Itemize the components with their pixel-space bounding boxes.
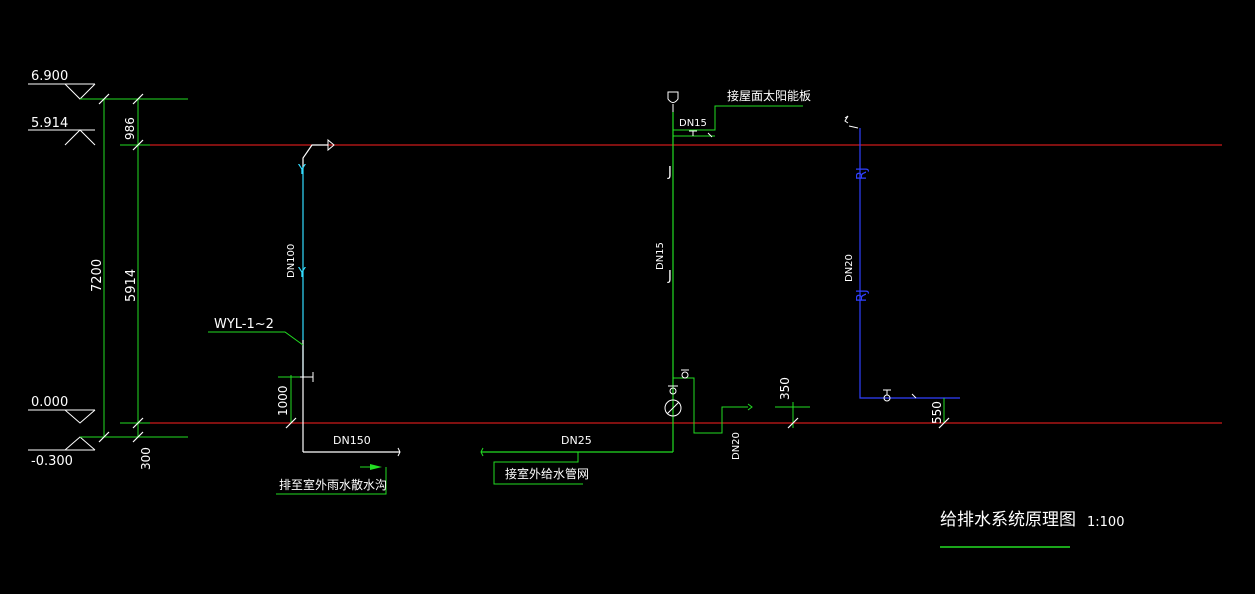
supply-inlet-size: DN25 bbox=[561, 434, 592, 447]
hot-vent-icon bbox=[844, 115, 849, 124]
rain-outlet-size: DN150 bbox=[333, 434, 371, 447]
title-name: 给排水系统原理图 bbox=[940, 510, 1076, 530]
dim-floor-label: 5914 bbox=[124, 269, 139, 302]
supply-branch-size: DN20 bbox=[731, 432, 742, 460]
dimension-ticks bbox=[98, 93, 144, 443]
rain-note-box bbox=[276, 467, 387, 495]
hot-sleeve-2: RJ bbox=[855, 289, 870, 302]
rain-sleeve-1: Y bbox=[297, 163, 306, 178]
supply-inlet-note: 接室外给水管网 bbox=[505, 466, 589, 481]
supply-system: 接屋面太阳能板 DN15 J J DN15 DN20 350 DN2 bbox=[480, 88, 811, 485]
hot-water-system: RJ RJ DN20 550 bbox=[844, 115, 960, 429]
dim-parapet-label: 986 bbox=[123, 117, 137, 140]
drawing-title: 给排水系统原理图 1:100 bbox=[940, 510, 1124, 548]
rain-flow-arrow bbox=[370, 464, 382, 470]
hot-rise-label: 550 bbox=[930, 401, 944, 424]
rain-tag-leader bbox=[208, 331, 304, 346]
hot-riser-size: DN20 bbox=[844, 254, 855, 282]
rain-riser-top bbox=[302, 144, 328, 168]
level-ground-label: 0.000 bbox=[31, 395, 68, 410]
rainwater-system: Y Y DN100 WYL-1~2 1000 DN150 排至室外雨水散水沟 bbox=[208, 138, 401, 495]
supply-rise-label: 350 bbox=[778, 377, 792, 400]
supply-top-branch bbox=[673, 105, 803, 131]
rain-sleeve-2: Y bbox=[297, 266, 306, 281]
title-scale: 1:100 bbox=[1087, 515, 1124, 530]
level-top-label: 6.900 bbox=[31, 69, 68, 84]
hot-riser-pipe bbox=[859, 128, 960, 399]
dimension-lines bbox=[80, 98, 188, 438]
rain-outlet-end bbox=[397, 447, 401, 457]
supply-vent-cap-icon bbox=[667, 91, 679, 103]
level-roof-label: 5.914 bbox=[31, 116, 68, 131]
dim-below-label: 300 bbox=[139, 447, 153, 470]
elevation-markers bbox=[28, 83, 96, 451]
supply-note-box bbox=[493, 452, 583, 485]
supply-sleeve-2: J bbox=[667, 269, 672, 284]
supply-top-size: DN15 bbox=[679, 118, 707, 129]
dim-total-label: 7200 bbox=[90, 259, 105, 292]
supply-sleeve-1: J bbox=[667, 165, 672, 180]
supply-branch-pipe bbox=[673, 377, 748, 434]
supply-top-valve-icon bbox=[689, 130, 713, 138]
rain-drain-height-label: 1000 bbox=[276, 385, 290, 416]
rain-hopper-icon bbox=[327, 138, 335, 152]
rain-1000-dim bbox=[278, 375, 300, 423]
hot-sleeve-1: RJ bbox=[855, 167, 870, 180]
supply-top-note: 接屋面太阳能板 bbox=[727, 88, 811, 103]
level-outdoor-label: -0.300 bbox=[31, 454, 73, 469]
supply-valve-icon bbox=[668, 385, 678, 395]
rain-riser-size: DN100 bbox=[286, 244, 297, 278]
rain-outlet-note: 排至室外雨水散水沟 bbox=[279, 477, 387, 492]
hot-valve-icon bbox=[883, 389, 917, 402]
supply-riser-size: DN15 bbox=[655, 242, 666, 270]
supply-branch-valve-icon bbox=[681, 369, 689, 379]
water-meter-icon bbox=[664, 399, 682, 417]
rain-tag-label: WYL-1~2 bbox=[214, 317, 274, 332]
